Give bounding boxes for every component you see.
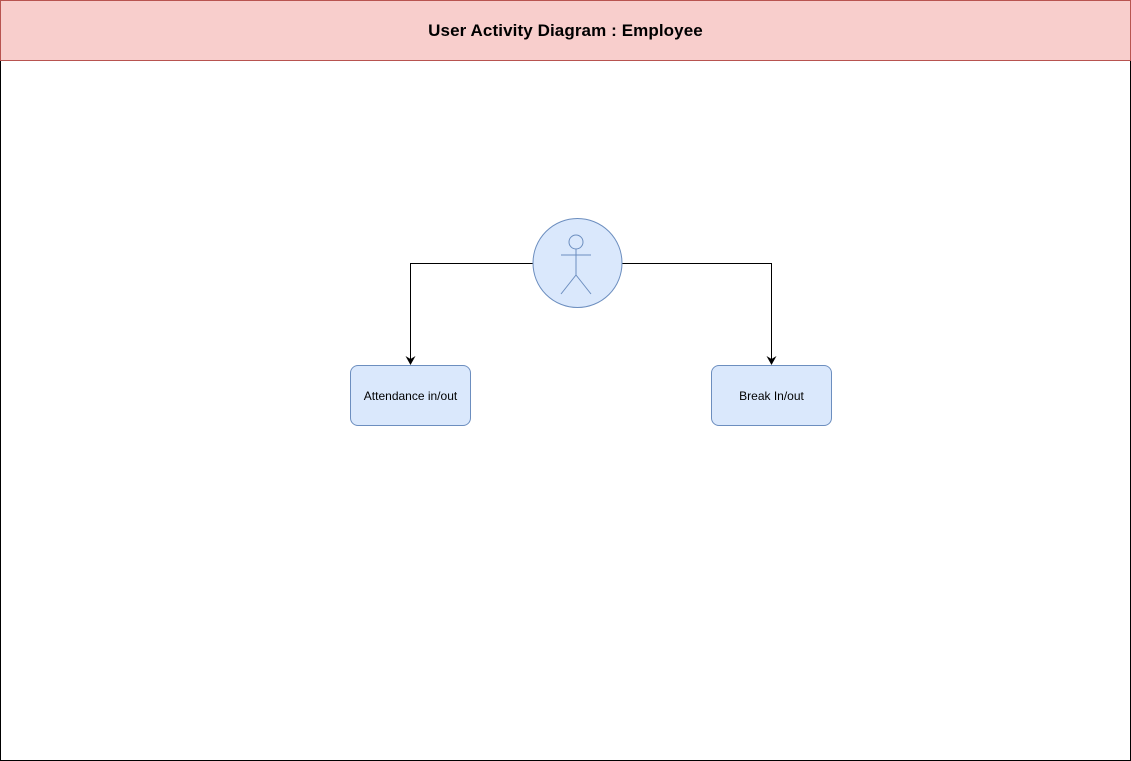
edge-actor-to-attendance [405, 263, 533, 365]
diagram-title-bar: User Activity Diagram : Employee [0, 0, 1131, 61]
activity-break[interactable]: Break In/out [711, 365, 832, 426]
edge-actor-to-break [622, 263, 777, 365]
user-stick-figure-icon [560, 234, 592, 295]
activity-break-label: Break In/out [739, 388, 804, 403]
actor-node[interactable] [532, 218, 623, 308]
diagram-title: User Activity Diagram : Employee [428, 20, 703, 40]
activity-attendance[interactable]: Attendance in/out [350, 365, 471, 426]
activity-attendance-label: Attendance in/out [363, 388, 458, 403]
